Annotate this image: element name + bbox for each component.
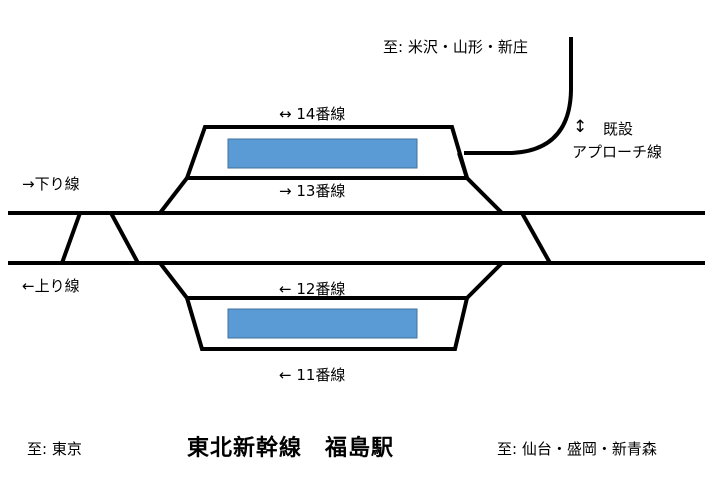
approach-arrow-icon: ↕ [573,117,588,137]
diagram-title: 東北新幹線 福島駅 [187,436,395,461]
track-11 [185,297,469,351]
track-13-label: → 13番線 [279,182,346,200]
platform-lower [227,308,418,339]
upper-turnout-left [158,176,189,215]
direction-yamagata-label: 至: 米沢・山形・新庄 [383,38,528,56]
track-11-label: ← 11番線 [279,366,346,384]
approach-label-line1: 既設 [603,120,634,138]
track-12-label: ← 12番線 [279,280,346,298]
lower-turnout-right [465,261,504,300]
crossover-right [520,212,552,264]
crossover-left-a [60,212,82,264]
track-14 [185,125,469,179]
up-line-label: ←上り線 [22,277,80,295]
crossover-left-b [109,212,140,264]
platform-upper [227,138,418,169]
down-line-label: →下り線 [22,175,80,193]
track-14-label: ↔ 14番線 [279,105,346,123]
lower-turnout-left [158,261,189,300]
direction-sendai-label: 至: 仙台・盛岡・新青森 [497,440,657,458]
direction-tokyo-label: 至: 東京 [27,440,82,458]
upper-turnout-right [457,152,504,215]
approach-label-line2: アプローチ線 [572,143,663,161]
approach-line [464,37,573,155]
